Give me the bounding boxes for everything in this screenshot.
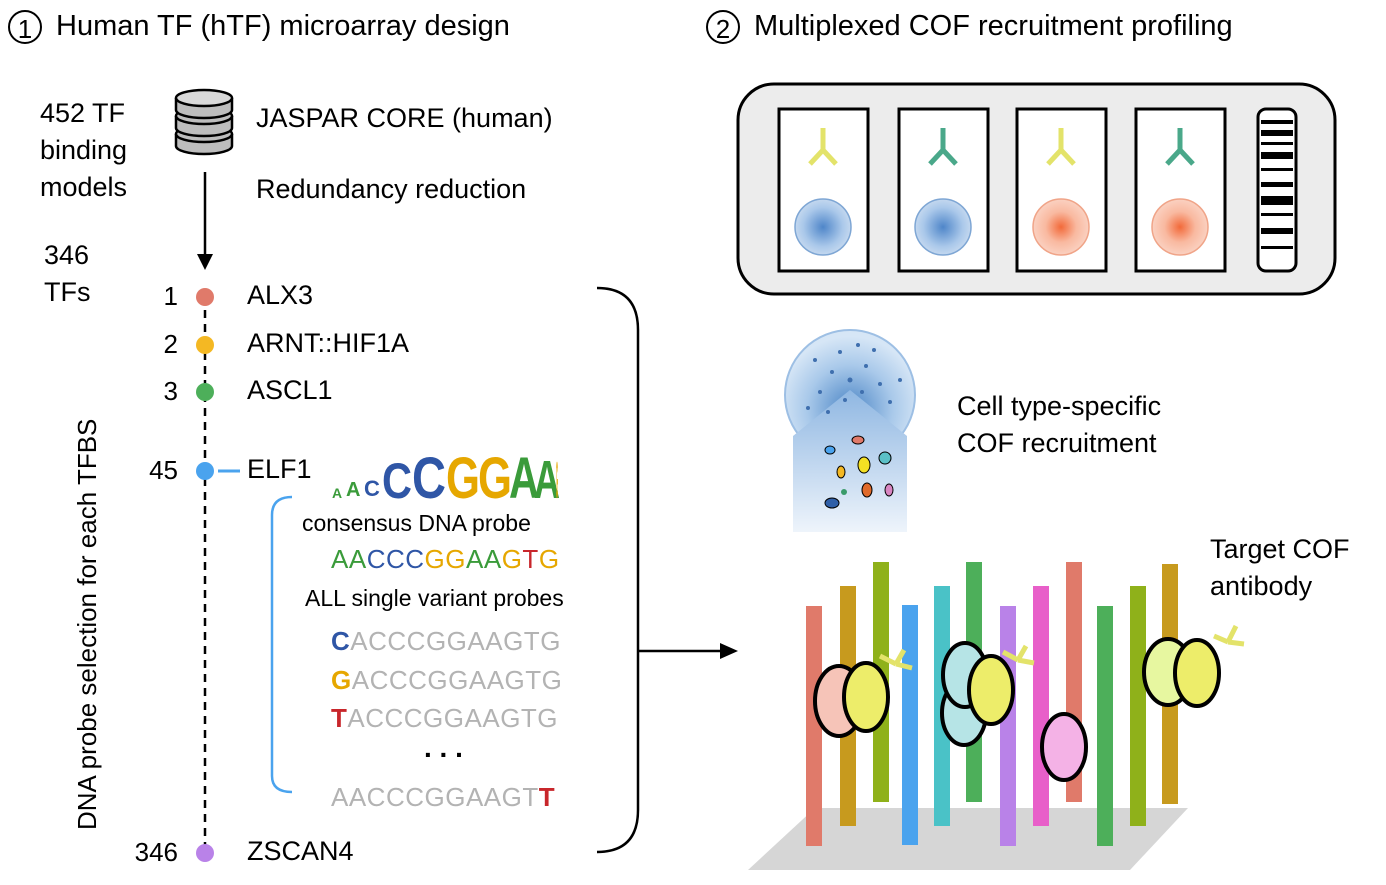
consensus-base: C	[385, 544, 406, 574]
tf-dot	[196, 336, 214, 354]
panel1-header: 1 Human TF (hTF) microarray design	[8, 10, 510, 45]
variant-rest: AACCCGGAAGT	[331, 782, 539, 812]
consensus-base: A	[348, 544, 367, 574]
tf-dot	[196, 844, 214, 862]
database-icon	[174, 88, 234, 156]
panel2-number: 2	[706, 10, 740, 45]
barcode-slide	[1256, 107, 1298, 273]
tf-name: ALX3	[247, 280, 314, 310]
dna-probes	[806, 562, 1178, 846]
antibody-label-line2: antibody	[1210, 571, 1313, 601]
logo-letter: A	[332, 485, 342, 501]
tf-index: 45	[149, 455, 178, 485]
array-surface	[748, 808, 1188, 870]
tf-dot	[196, 462, 214, 480]
tf-name: ASCL1	[247, 375, 333, 405]
antibody-label: Target COF antibody	[1210, 531, 1350, 605]
consensus-base: G	[501, 544, 523, 574]
panel1-number: 1	[8, 10, 42, 45]
variant-probe: GACCCGGAAGTG	[331, 665, 562, 696]
consensus-base: G	[538, 544, 560, 574]
tf-index: 1	[163, 281, 178, 311]
array-slide-2	[897, 107, 990, 273]
bound-antibodies	[878, 624, 1245, 671]
consensus-base: A	[466, 544, 484, 574]
step-label: Redundancy reduction	[256, 174, 527, 204]
tf-count-unit: TFs	[44, 277, 91, 307]
consensus-base: G	[424, 544, 446, 574]
consensus-sequence: AACCCGGAAGTG	[331, 544, 560, 575]
array-slide-4	[1134, 107, 1227, 273]
logo-letter: C	[412, 446, 446, 502]
variants-label: ALL single variant probes	[305, 585, 564, 611]
models-label-line1: 452 TF	[40, 98, 126, 128]
array-slide-1	[777, 107, 870, 273]
logo-letter: C	[382, 453, 412, 502]
variant-probe: CACCCGGAAGTG	[331, 626, 561, 657]
logo-letter: G	[446, 446, 480, 502]
logo-letter: G	[478, 446, 512, 502]
ellipsis: . . .	[424, 732, 463, 763]
cell-lysate-icon	[784, 329, 916, 532]
consensus-label: consensus DNA probe	[302, 510, 531, 536]
models-label-line2: binding	[40, 135, 128, 165]
tf-count-number: 346	[44, 240, 90, 270]
tf-dot	[196, 383, 214, 401]
variant-base: G	[331, 665, 352, 695]
variant-base: C	[331, 626, 351, 656]
variant-rest: ACCCGGAAGTG	[351, 665, 563, 695]
logo-letter: A	[534, 450, 560, 502]
panel2-title: Multiplexed COF recruitment profiling	[754, 10, 1233, 42]
models-label: 452 TF binding models	[40, 95, 127, 206]
tf-index: 3	[163, 376, 178, 406]
tf-dot	[196, 288, 214, 306]
antibody-label-line1: Target COF	[1210, 534, 1350, 564]
group-bracket	[596, 286, 640, 854]
database-label: JASPAR CORE (human)	[256, 103, 553, 133]
tf-index: 2	[163, 329, 178, 359]
models-label-line3: models	[40, 172, 128, 202]
bound-cofactors	[813, 637, 1221, 782]
variant-probe: AACCCGGAAGTT	[331, 782, 555, 813]
tf-count-label: 346 TFs	[44, 237, 91, 311]
probe-bracket	[270, 495, 293, 794]
consensus-base: T	[522, 544, 539, 574]
logo-letter: A	[346, 479, 360, 501]
variant-base: T	[331, 703, 348, 733]
panel1-title: Human TF (hTF) microarray design	[56, 10, 510, 42]
tf-name: ARNT::HIF1A	[247, 328, 410, 358]
cell-type-label-line1: Cell type-specific	[957, 391, 1162, 421]
panel2-header: 2 Multiplexed COF recruitment profiling	[706, 10, 1233, 45]
down-arrow-head	[197, 254, 213, 270]
right-arrow-head	[720, 643, 738, 659]
tf-name: ELF1	[247, 454, 312, 484]
variant-probe: TACCCGGAAGTG	[331, 703, 558, 734]
variant-rest: ACCCGGAAGTG	[350, 626, 561, 656]
consensus-sequence-letters: AACCCGGAAGTG	[331, 544, 560, 574]
cell-type-label-line2: COF recruitment	[957, 428, 1157, 458]
variant-rest: ACCCGGAAGTG	[347, 703, 559, 733]
logo-letter: A	[509, 446, 539, 502]
array-slide-3	[1015, 107, 1108, 273]
consensus-base: A	[331, 544, 349, 574]
consensus-base: G	[445, 544, 466, 574]
consensus-base: C	[405, 544, 425, 574]
logo-letter: C	[364, 476, 380, 501]
tf-index: 346	[134, 837, 178, 867]
logo-letter: G	[556, 452, 558, 502]
consensus-base: A	[483, 544, 502, 574]
tf-name: ZSCAN4	[247, 836, 354, 866]
consensus-base: C	[366, 544, 386, 574]
variant-base: T	[538, 782, 556, 812]
cell-type-label: Cell type-specific COF recruitment	[957, 388, 1161, 462]
elf1-sequence-logo: A A C C C G G A A G	[332, 446, 560, 502]
